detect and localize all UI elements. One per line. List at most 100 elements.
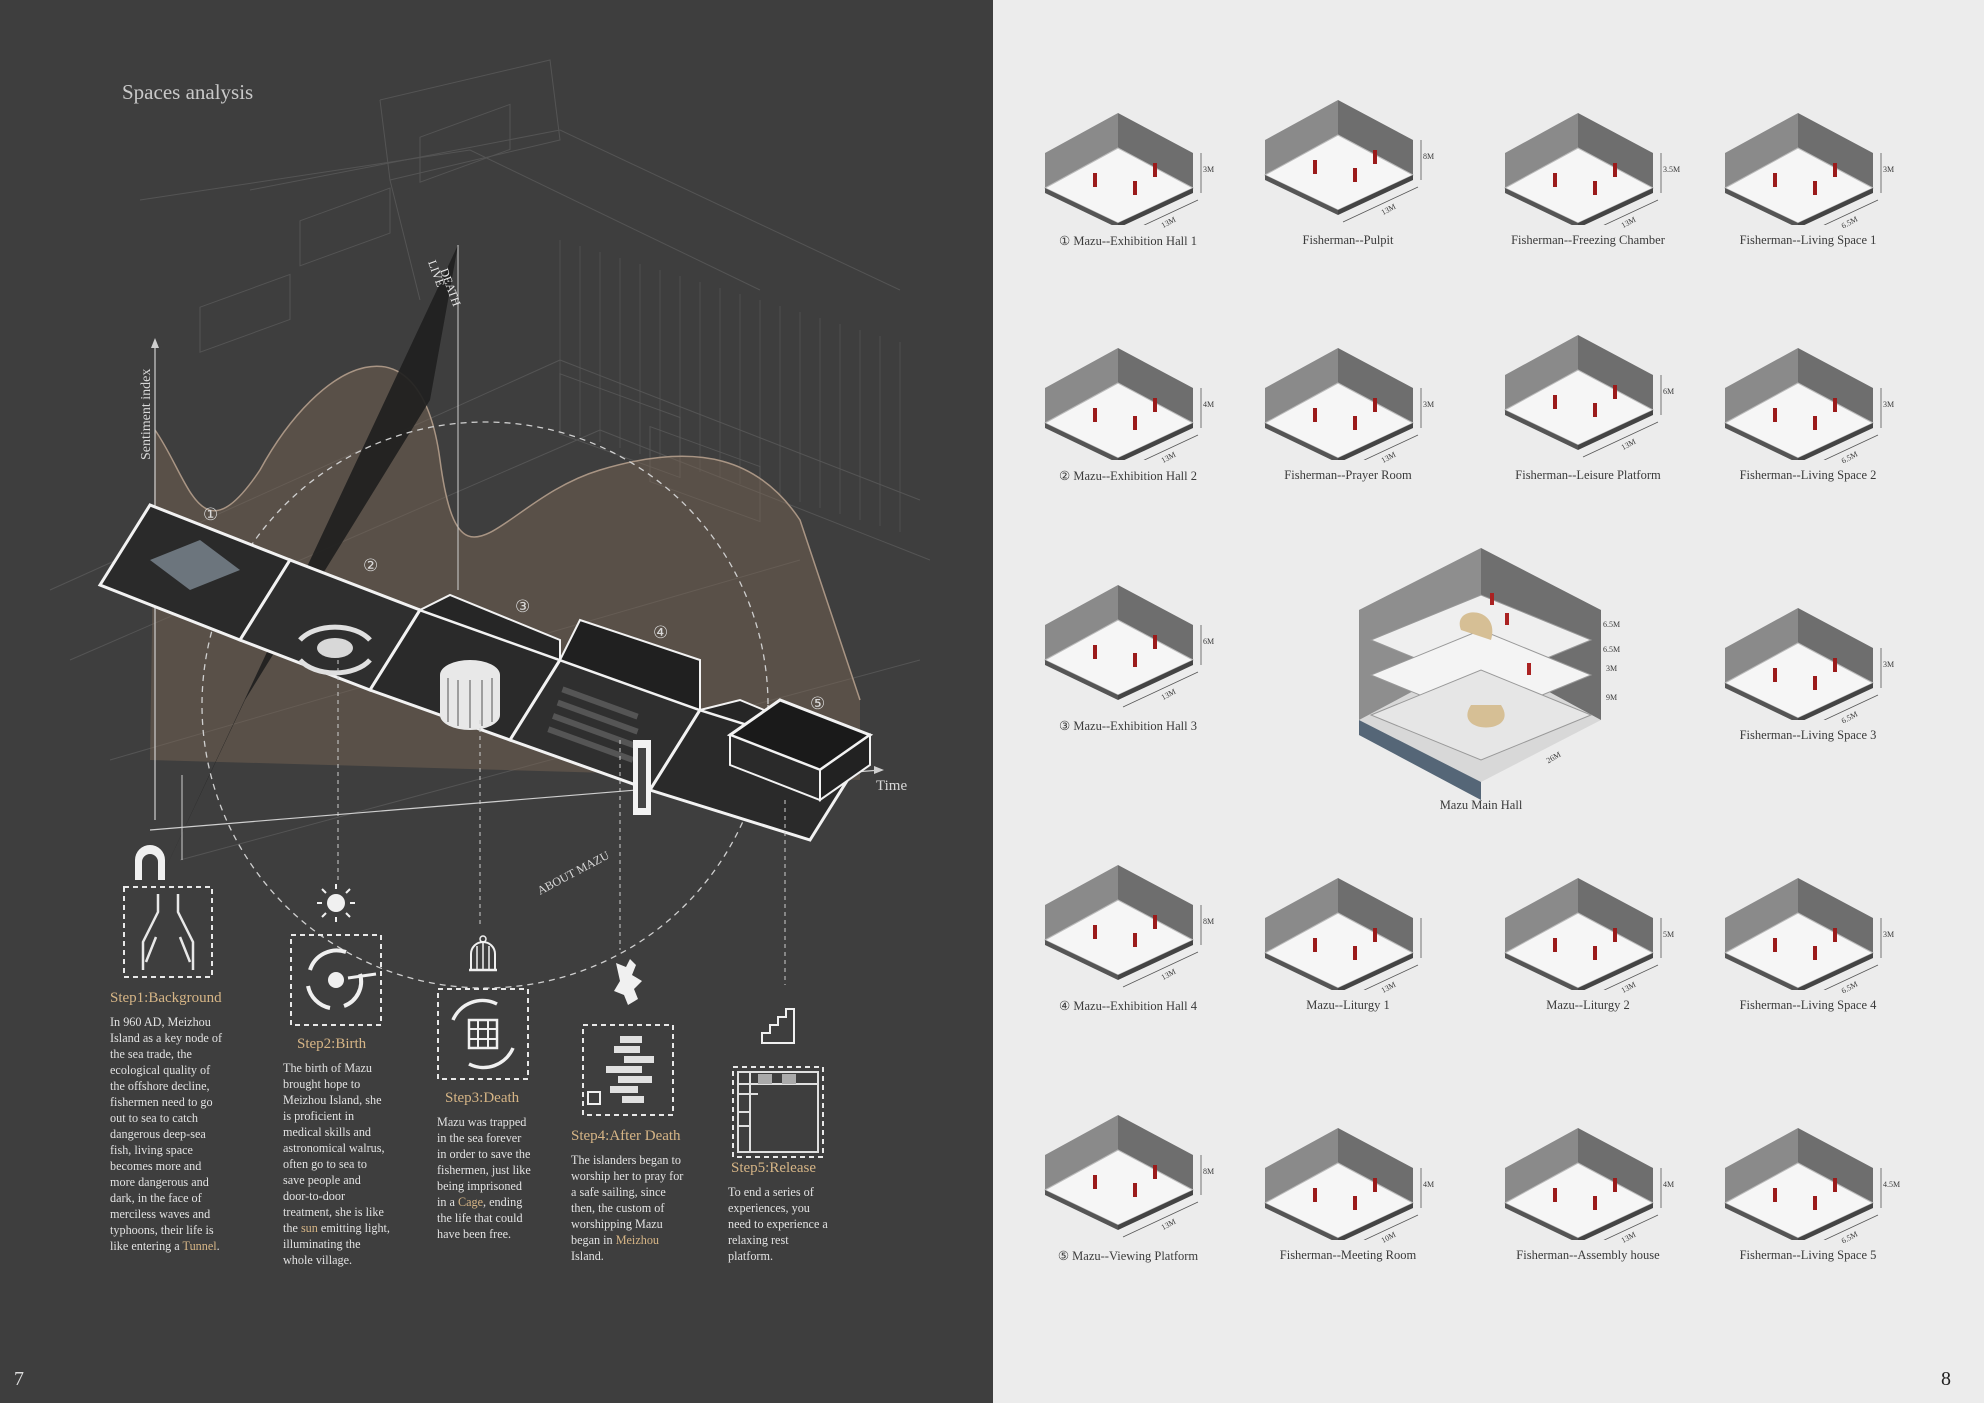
page-number-right: 8 xyxy=(1941,1368,1951,1390)
step-death: Step3:Death Mazu was trapped in the sea … xyxy=(437,1090,533,1242)
space-height-label: 3.5M xyxy=(1663,165,1681,174)
main-hall-heights: 6.5M 6.5M 3M 9M xyxy=(1603,620,1621,702)
space-caption: Mazu--Liturgy 1 xyxy=(1306,998,1390,1012)
space-caption: Fisherman--Freezing Chamber xyxy=(1511,233,1665,247)
space-model-drawing xyxy=(1503,113,1662,236)
space-caption: Fisherman--Living Space 5 xyxy=(1739,1248,1877,1262)
space-caption: Fisherman--Pulpit xyxy=(1302,233,1394,247)
space-height-label: 4M xyxy=(1663,1180,1675,1189)
step-title: Step3:Death xyxy=(445,1090,520,1106)
step-title: Step4:After Death xyxy=(571,1128,681,1144)
space-caption: ① Mazu--Exhibition Hall 1 xyxy=(1059,234,1197,248)
space-caption: Fisherman--Living Space 4 xyxy=(1739,998,1877,1012)
background-hatching xyxy=(559,240,901,532)
space-model-drawing xyxy=(1043,585,1202,708)
space-model-drawing xyxy=(1723,113,1882,236)
space-caption: Fisherman--Living Space 3 xyxy=(1739,728,1877,742)
space-height-label: 4M xyxy=(1423,1180,1435,1189)
space-height-label: 4.5M xyxy=(1883,1180,1901,1189)
island-symbol-icon xyxy=(582,1024,674,1116)
space-caption: Fisherman--Assembly house xyxy=(1516,1248,1660,1262)
space-model-drawing xyxy=(1503,1128,1662,1251)
cage-symbol-icon xyxy=(437,988,529,1080)
space-height-label: 3M xyxy=(1883,165,1895,174)
sail-triangle xyxy=(160,245,458,880)
sentiment-curve xyxy=(154,365,861,701)
step-title: Step5:Release xyxy=(731,1160,816,1176)
space-caption: ⑤ Mazu--Viewing Platform xyxy=(1057,1249,1199,1263)
space-height-label: 8M xyxy=(1203,1167,1215,1176)
space-model-drawing xyxy=(1263,878,1422,1001)
main-hall-caption: Mazu Main Hall xyxy=(1439,798,1523,812)
space-caption: Fisherman--Leisure Platform xyxy=(1515,468,1661,482)
birth-symbol-icon xyxy=(290,934,382,1026)
space-height-label: 3M xyxy=(1883,400,1895,409)
main-hall-drawing xyxy=(1359,548,1601,800)
space-model-drawing xyxy=(1503,335,1662,458)
step-markers: ① ② ③ ④ ⑤ xyxy=(203,505,825,714)
space-caption: ③ Mazu--Exhibition Hall 3 xyxy=(1059,719,1197,733)
space-model-drawing xyxy=(1723,878,1882,1001)
step-birth: Step2:Birth The birth of Mazu brought ho… xyxy=(283,1036,390,1267)
space-model-drawing xyxy=(1263,348,1422,471)
stairs-icon xyxy=(761,1008,795,1044)
step-title: Step1:Background xyxy=(110,990,222,1006)
space-model-drawing xyxy=(1503,878,1662,1001)
connector-lines xyxy=(337,660,786,985)
step-marker-4: ④ xyxy=(653,623,668,643)
step-marker-2: ② xyxy=(363,556,378,576)
space-height-label: 3M xyxy=(1423,400,1435,409)
step-marker-1: ① xyxy=(203,505,218,525)
y-axis-label: Sentiment index xyxy=(139,369,154,460)
space-model-drawing xyxy=(1043,1115,1202,1238)
space-height-label: 4M xyxy=(1203,400,1215,409)
space-model-drawing xyxy=(1043,865,1202,988)
stairs-symbol-icon xyxy=(732,1066,824,1158)
tunnel-icon xyxy=(135,845,165,880)
space-model-drawing xyxy=(1043,348,1202,471)
step-marker-5: ⑤ xyxy=(810,694,825,714)
step-marker-3: ③ xyxy=(515,597,530,617)
space-height-label: 8M xyxy=(1203,917,1215,926)
space-model-drawing xyxy=(1263,100,1422,223)
space-model-drawing xyxy=(1723,608,1882,731)
space-height-label: 6M xyxy=(1203,637,1215,646)
x-axis-label: Time xyxy=(876,778,907,794)
step-release: Step5:Release To end a series of experie… xyxy=(728,1160,828,1263)
space-height-label: 3M xyxy=(1883,930,1895,939)
spaces-analysis-diagram: ① ② ③ ④ ⑤ Sentiment index Time ABOUT MAZ… xyxy=(49,59,931,1158)
space-model-drawing xyxy=(1043,113,1202,236)
building-model xyxy=(97,503,874,842)
space-caption: Fisherman--Living Space 1 xyxy=(1739,233,1877,247)
space-caption: Fisherman--Living Space 2 xyxy=(1739,468,1877,482)
main-hall-model: 6.5M 6.5M 3M 9M 26M xyxy=(1351,545,1620,805)
page-title: Spaces analysis xyxy=(122,80,254,104)
space-height-label: 8M xyxy=(1423,152,1435,161)
island-icon xyxy=(614,959,642,1005)
space-model-drawing xyxy=(1263,1128,1422,1251)
space-caption: Fisherman--Prayer Room xyxy=(1284,468,1412,482)
step-title: Step2:Birth xyxy=(297,1036,367,1052)
step-background: Step1:Background In 960 AD, Meizhou Isla… xyxy=(110,990,223,1253)
space-caption: ④ Mazu--Exhibition Hall 4 xyxy=(1059,999,1197,1013)
tunnel-figure-icon xyxy=(123,886,213,978)
space-model-drawing xyxy=(1723,348,1882,471)
space-height-label: 3M xyxy=(1203,165,1215,174)
space-height-label: 6M xyxy=(1663,387,1675,396)
space-model-drawing xyxy=(1723,1128,1882,1251)
space-height-label: 5M xyxy=(1663,930,1675,939)
